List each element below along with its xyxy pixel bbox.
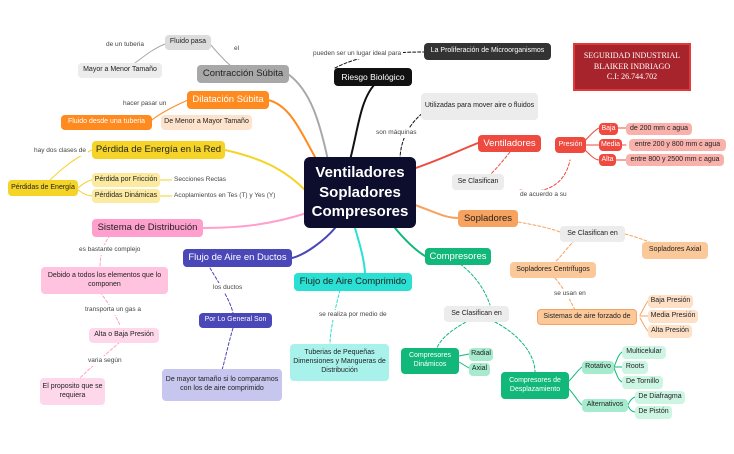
node-baja-val[interactable]: de 200 mm c agua — [626, 123, 692, 135]
label-hacer-pasar: hacer pasar un — [121, 99, 169, 109]
node-baja[interactable]: Baja — [599, 123, 618, 135]
label-de-acuerdo: de acuerdo a su — [518, 190, 569, 200]
central-line-2: Sopladores — [319, 183, 401, 201]
label-los-ductos: los ductos — [211, 283, 245, 293]
node-por-lo-general[interactable]: Por Lo General Son — [199, 313, 272, 328]
node-alternativos[interactable]: Alternativos — [582, 399, 628, 412]
title-line-2: BLAIKER INDRIAGO — [593, 61, 671, 71]
node-alta-baja[interactable]: Alta o Baja Presión — [89, 328, 159, 343]
label-varia-segun: varia según — [86, 356, 124, 366]
title-line-1: SEGURIDAD INDUSTRIAL — [583, 50, 681, 60]
node-sopladores-centrifugos[interactable]: Sopladores Centrífugos — [510, 262, 596, 278]
node-proliferacion[interactable]: La Proliferación de Microorganismos — [424, 43, 551, 60]
node-media-val[interactable]: entre 200 y 800 mm c agua — [629, 139, 726, 151]
title-box: SEGURIDAD INDUSTRIAL BLAIKER INDRIAGO C.… — [573, 43, 691, 91]
node-se-clasifican-en-c[interactable]: Se Clasifican en — [444, 306, 509, 322]
label-se-realiza: se realiza por medio de — [317, 310, 389, 320]
topic-distribucion[interactable]: Sistema de Distribución — [92, 219, 203, 237]
node-de-diafragma[interactable]: De Diafragma — [635, 391, 685, 404]
label-acoplamientos: Acoplamientos en Tes (T) y Yes (Y) — [172, 191, 278, 201]
node-proposito[interactable]: El proposito que se requiera — [40, 378, 105, 405]
node-alta[interactable]: Alta — [599, 154, 616, 166]
node-debido-todos[interactable]: Debido a todos los elementos que lo comp… — [41, 267, 168, 294]
node-axial[interactable]: Axial — [469, 363, 490, 376]
node-rotativo[interactable]: Rotativo — [582, 361, 614, 374]
node-fluido-pasa[interactable]: Fluido pasa — [165, 35, 211, 50]
node-presion[interactable]: Presión — [555, 137, 586, 153]
node-se-clasifican-en-s[interactable]: Se Clasifican en — [560, 226, 625, 242]
label-secciones-rectas: Secciones Rectas — [172, 175, 229, 185]
topic-ductos[interactable]: Flujo de Aire en Ductos — [183, 249, 292, 267]
topic-perdida[interactable]: Pérdida de Energía en la Red — [92, 141, 225, 159]
node-tuberias-pequenas[interactable]: Tuberias de Pequeñas Dimensiones y Mangu… — [290, 344, 389, 381]
label-son-maquinas: son máquinas — [374, 128, 419, 138]
topic-ventiladores[interactable]: Ventiladores — [478, 135, 541, 152]
node-sistemas-forzado[interactable]: Sistemas de aire forzado de — [537, 309, 637, 325]
node-de-piston[interactable]: De Pistón — [635, 406, 672, 419]
node-multicelular[interactable]: Multicelular — [622, 346, 666, 359]
central-line-1: Ventiladores — [315, 164, 405, 182]
node-roots[interactable]: Roots — [622, 361, 648, 374]
node-de-tornillo[interactable]: De Tornillo — [622, 376, 663, 389]
node-alta-val[interactable]: entre 800 y 2500 mm c agua — [626, 154, 724, 166]
node-sopladores-axial[interactable]: Sopladores Axial — [642, 242, 708, 259]
node-media-presion[interactable]: Media Presión — [648, 310, 698, 323]
label-pueden-ser: pueden ser un lugar ideal para — [311, 49, 404, 59]
node-utilizadas[interactable]: Utilizadas para mover aire o fluidos — [421, 93, 538, 120]
label-transporta: transporta un gas a — [83, 305, 144, 315]
topic-compresores[interactable]: Compresores — [425, 248, 491, 265]
topic-contraccion[interactable]: Contracción Súbita — [197, 65, 289, 83]
label-es-bastante: es bastante complejo — [77, 245, 143, 255]
label-el: el — [232, 44, 242, 54]
node-perdidas-energia[interactable]: Pérdidas de Energía — [8, 180, 78, 196]
node-menor-mayor[interactable]: De Menor a Mayor Tamaño — [161, 115, 252, 130]
node-radial[interactable]: Radial — [469, 348, 493, 361]
topic-comprimido[interactable]: Flujo de Aire Comprimido — [294, 273, 412, 291]
topic-riesgo[interactable]: Riesgo Biológico — [334, 68, 412, 86]
label-se-usan-en: se usan en — [552, 289, 588, 299]
node-mayor-menor[interactable]: Mayor a Menor Tamaño — [78, 63, 162, 78]
node-alta-presion[interactable]: Alta Presión — [648, 325, 692, 338]
label-de-un-tuberia: de un tuberia — [104, 40, 146, 50]
node-perdida-friccion[interactable]: Pérdida por Fricción — [92, 173, 160, 187]
node-media[interactable]: Media — [599, 139, 622, 151]
title-line-3: C.I: 26.744.702 — [606, 72, 658, 82]
node-fluido-desde[interactable]: Fluido desde una tuberia — [61, 115, 152, 130]
central-topic[interactable]: Ventiladores Sopladores Compresores — [304, 157, 416, 228]
node-compresores-desplazamiento[interactable]: Compresores de Desplazamiento — [501, 372, 569, 399]
central-line-3: Compresores — [311, 203, 409, 221]
topic-sopladores[interactable]: Sopladores — [458, 210, 518, 227]
node-compresores-dinamicos[interactable]: Compresores Dinámicos — [401, 348, 459, 374]
topic-dilatacion[interactable]: Dilatación Súbita — [187, 91, 269, 109]
node-se-clasifican-v[interactable]: Se Clasifican — [452, 174, 504, 190]
node-mayor-tamano-si[interactable]: De mayor tamaño si lo comparamos con los… — [162, 369, 282, 401]
node-perdidas-dinamicas[interactable]: Pérdidas Dinámicas — [92, 189, 160, 203]
label-hay-dos-clases: hay dos clases de — [32, 146, 89, 156]
node-baja-presion[interactable]: Baja Presión — [648, 295, 693, 308]
